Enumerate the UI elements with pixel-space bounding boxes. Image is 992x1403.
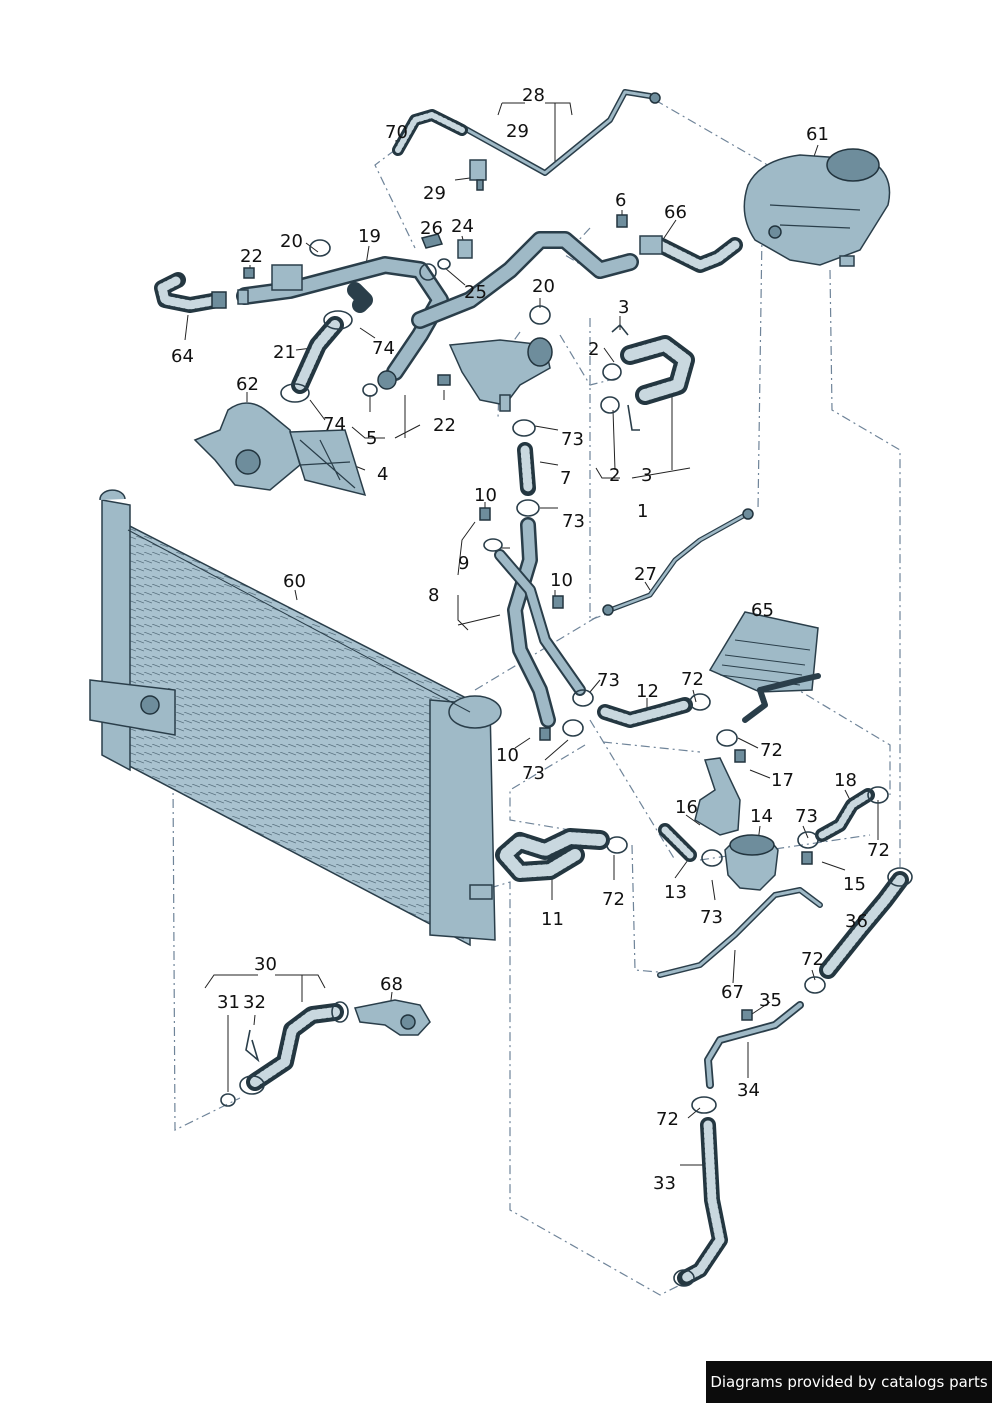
callout-labels: 28 29 70 29 61 6 66 26 24 19 20 22 25 20… xyxy=(171,85,890,1194)
callout-73: 73 xyxy=(795,806,818,827)
callout-73: 73 xyxy=(561,429,584,450)
callout-15: 15 xyxy=(843,874,866,895)
hose-66 xyxy=(639,235,743,273)
callout-19: 19 xyxy=(358,226,381,247)
callout-72: 72 xyxy=(681,669,704,690)
callout-29: 29 xyxy=(506,121,529,142)
small-parts xyxy=(243,214,628,397)
hose-33 xyxy=(673,1117,728,1287)
callout-17: 17 xyxy=(771,770,794,791)
callout-72: 72 xyxy=(867,840,890,861)
callout-72: 72 xyxy=(801,949,824,970)
callout-26: 26 xyxy=(420,218,443,239)
callout-27: 27 xyxy=(634,564,657,585)
pipe-34 xyxy=(691,1001,804,1114)
callout-20: 20 xyxy=(280,231,303,252)
hose-36 xyxy=(804,867,913,994)
oil-cooler xyxy=(708,611,821,723)
callout-65: 65 xyxy=(751,600,774,621)
footer-credit-text: Diagrams provided by catalogs parts xyxy=(710,1373,988,1391)
callout-1: 1 xyxy=(637,501,648,522)
hose-18 xyxy=(797,786,889,849)
adapter-68 xyxy=(354,999,431,1036)
callout-21: 21 xyxy=(273,342,296,363)
callout-3: 3 xyxy=(641,465,652,486)
callout-66: 66 xyxy=(664,202,687,223)
callout-24: 24 xyxy=(451,216,474,237)
callout-74: 74 xyxy=(323,414,346,435)
callout-70: 70 xyxy=(385,122,408,143)
callout-7: 7 xyxy=(560,468,571,489)
callout-72: 72 xyxy=(602,889,625,910)
callout-22: 22 xyxy=(433,415,456,436)
hose-13 xyxy=(658,823,723,867)
callout-3: 3 xyxy=(618,297,629,318)
callout-16: 16 xyxy=(675,797,698,818)
radiator xyxy=(89,489,502,947)
water-pump xyxy=(193,402,367,497)
callout-33: 33 xyxy=(653,1173,676,1194)
callout-22: 22 xyxy=(240,246,263,267)
callout-68: 68 xyxy=(380,974,403,995)
callout-36: 36 xyxy=(845,911,868,932)
hose-64 xyxy=(154,272,249,313)
callout-14: 14 xyxy=(750,806,773,827)
hose-7 xyxy=(512,419,540,517)
callout-72: 72 xyxy=(656,1109,679,1130)
callout-11: 11 xyxy=(541,909,564,930)
hose-30 xyxy=(220,1001,349,1107)
pipe-assembly-28 xyxy=(392,89,661,191)
pipe-27 xyxy=(602,508,754,616)
pipe-67 xyxy=(657,887,823,978)
callout-31: 31 xyxy=(217,992,240,1013)
callout-4: 4 xyxy=(377,464,388,485)
callout-2: 2 xyxy=(609,465,620,486)
callout-73: 73 xyxy=(700,907,723,928)
callout-60: 60 xyxy=(283,571,306,592)
callout-72: 72 xyxy=(760,740,783,761)
callout-12: 12 xyxy=(636,681,659,702)
callout-35: 35 xyxy=(759,990,782,1011)
callout-28: 28 xyxy=(522,85,545,106)
callout-67: 67 xyxy=(721,982,744,1003)
footer-credit-badge: Diagrams provided by catalogs parts xyxy=(706,1361,992,1403)
hose-11 xyxy=(495,828,628,882)
thermostat-housing xyxy=(448,337,553,412)
callout-9: 9 xyxy=(458,553,469,574)
callout-29: 29 xyxy=(423,183,446,204)
callout-61: 61 xyxy=(806,124,829,145)
callout-73: 73 xyxy=(522,763,545,784)
callout-18: 18 xyxy=(834,770,857,791)
callout-73: 73 xyxy=(597,670,620,691)
hose-21 xyxy=(280,310,353,403)
callout-34: 34 xyxy=(737,1080,760,1101)
hose-12 xyxy=(562,689,738,747)
callout-5: 5 xyxy=(366,428,377,449)
callout-13: 13 xyxy=(664,882,687,903)
callout-6: 6 xyxy=(615,190,626,211)
coolant-pipe-19 xyxy=(236,231,639,390)
callout-10: 10 xyxy=(474,485,497,506)
callout-20: 20 xyxy=(532,276,555,297)
callout-64: 64 xyxy=(171,346,194,367)
callout-73: 73 xyxy=(562,511,585,532)
aux-pump-14 xyxy=(694,749,813,891)
callout-2: 2 xyxy=(588,339,599,360)
callout-32: 32 xyxy=(243,992,266,1013)
callout-25: 25 xyxy=(464,282,487,303)
callout-74: 74 xyxy=(372,338,395,359)
callout-10: 10 xyxy=(496,745,519,766)
callout-30: 30 xyxy=(254,954,277,975)
hose-1 xyxy=(600,323,695,431)
pipe-8 xyxy=(479,507,586,741)
callout-8: 8 xyxy=(428,585,439,606)
expansion-tank xyxy=(743,148,891,267)
callout-62: 62 xyxy=(236,374,259,395)
callout-10: 10 xyxy=(550,570,573,591)
